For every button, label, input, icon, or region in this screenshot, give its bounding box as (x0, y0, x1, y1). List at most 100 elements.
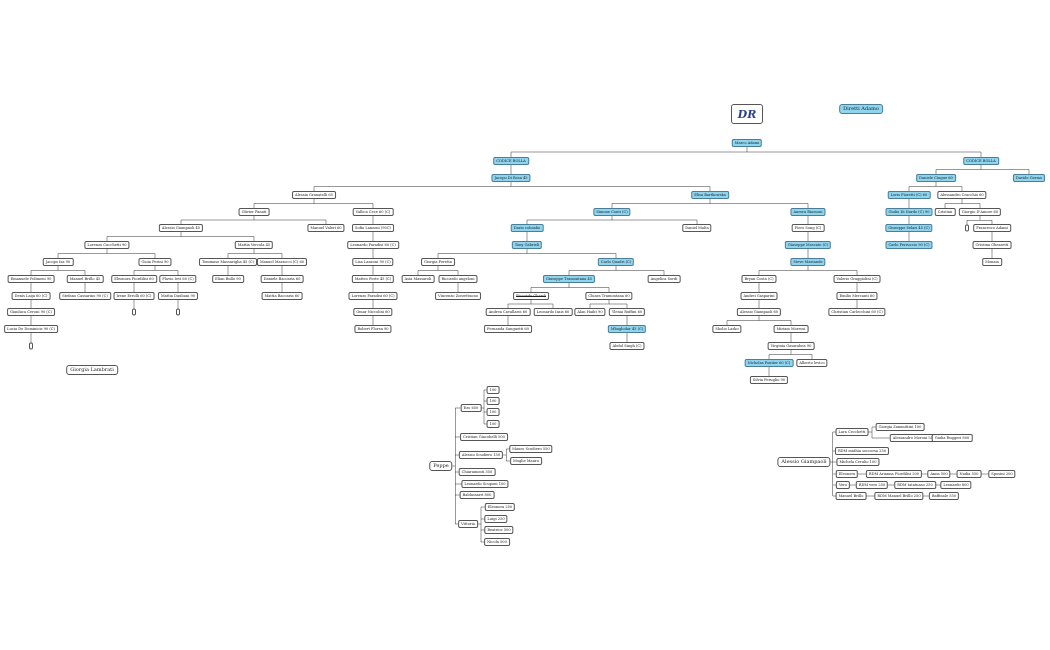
node-mmo[interactable]: Miriam Morrosi (773, 325, 809, 333)
node-vzo[interactable]: Vincenzo Zorzettuono (435, 292, 481, 300)
node-fi[interactable]: Flavio Ievi 60 (C) (159, 275, 197, 283)
node-lnb[interactable]: Leonardo 800 (940, 481, 972, 489)
node-rve[interactable]: RDM vero 250 (855, 481, 889, 489)
node-bea[interactable]: Beatrice 500 (484, 526, 514, 534)
node-mm[interactable]: Manuel Marzocci (C) 60 (256, 258, 308, 266)
node-dma[interactable]: Daniel Malta (682, 224, 712, 232)
node-vcc[interactable]: Vallica Cece 60 (C) (352, 208, 394, 216)
node-ag[interactable]: Alessia Granatelli 65 (292, 191, 336, 199)
node-op[interactable]: Olivier Panati (238, 208, 270, 216)
node-rdm[interactable]: RDM mathia soccorsa 250 (834, 447, 890, 455)
node-ez[interactable]: Ezo 650 (460, 404, 482, 412)
node-oni[interactable]: Omar Niccolini 60 (353, 308, 393, 316)
node-lui[interactable]: Luigi 250 (484, 515, 508, 523)
node-rgh[interactable]: Riccardo Ghardi (513, 292, 549, 300)
node-e1[interactable]: 100 (486, 386, 500, 394)
node-ama[interactable]: Asia Massaroli (401, 275, 435, 283)
node-lla[interactable]: Lisa Lanzoni 90 (C) (352, 258, 394, 266)
node-root[interactable]: Marco Adami (731, 139, 763, 147)
node-vga[interactable]: Virginia Gasarabea 90 (767, 342, 815, 350)
node-ef[interactable]: Eleonora Fiordilisi 60 (111, 275, 157, 283)
node-gda[interactable]: Giorgio D'Amore 60 (958, 208, 1002, 216)
node-cfe[interactable]: Carlo Ferruccio 90 (C) (885, 241, 933, 249)
node-legend[interactable]: Diretti Adamo (839, 104, 883, 114)
node-ee[interactable]: Irene Errolli 60 (C) (113, 292, 155, 300)
node-lc[interactable]: Lorenzo Cucchetti 90 (84, 241, 130, 249)
node-agb[interactable]: Alessio Giampaoli (777, 457, 831, 467)
node-mba[interactable]: Mattia Baccaria 60 (261, 292, 303, 300)
node-gpe[interactable]: Giorgia Peretta (421, 258, 455, 266)
node-md[interactable]: Mattia Daubani 90 (157, 292, 199, 300)
node-gza[interactable]: Giorgia Zammittini 100 (875, 423, 925, 431)
node-cgh[interactable]: Cristina Ghezzetti (972, 241, 1012, 249)
node-lfi[interactable]: Loris Fioretti (C) 60 (887, 191, 931, 199)
node-eb[interactable]: Elian Bullo 90 (212, 275, 244, 283)
node-raf[interactable]: RDM Arianna Fiordilisi 200 (865, 470, 923, 478)
node-aga[interactable]: Andrei Gasparini (740, 292, 778, 300)
node-pep[interactable]: Peppe (429, 461, 453, 471)
node-cc2[interactable]: CODICE BOLLA (963, 157, 999, 165)
node-ann[interactable]: Anna 500 (927, 470, 951, 478)
node-ctr[interactable]: Chiara Tramontana 60 (585, 292, 633, 300)
node-dc[interactable]: Daniele Cingue 60 (916, 174, 956, 182)
node-cqu[interactable]: Carlo Quadri (C) (597, 258, 635, 266)
node-mma[interactable]: Moglie Mauro (510, 457, 542, 465)
node-eba[interactable]: Elisa Bartkowska (691, 191, 729, 199)
node-gru[interactable]: Giulia Ruggeri 800 (931, 434, 973, 442)
node-gp[interactable]: Gioia Perini 90 (138, 258, 172, 266)
node-fad[interactable]: Francesco Adami (973, 224, 1011, 232)
node-lcc[interactable]: Lara Cecchetti (835, 428, 869, 436)
node-cri[interactable]: Cristian (934, 208, 956, 216)
node-emv[interactable]: Emilio Mercanti 60 (836, 292, 878, 300)
node-ag2[interactable]: Alessio Giampaoli 45 (158, 224, 204, 232)
node-mv[interactable]: Mattia Vercola 45 (234, 241, 274, 249)
node-aso[interactable]: Angelica Sordi (647, 275, 681, 283)
node-gmo[interactable]: Giuseppe Moscato (C) (784, 241, 832, 249)
node-fsa[interactable]: Fernanda Sanguetti 60 (484, 325, 532, 333)
node-sfe[interactable]: Silvia Feruglio 90 (749, 376, 789, 384)
node-lsc[interactable]: Leonardo Scuponi 100 (461, 480, 509, 488)
node-gc[interactable]: Gianluca Ceroni 90 (C) (7, 308, 55, 316)
node-bma[interactable]: Steve Mastande (790, 258, 826, 266)
node-asi[interactable]: Abdul Singh (C) (609, 342, 645, 350)
node-mfo[interactable]: Matteo Forte 45 (C) (351, 275, 395, 283)
node-elb[interactable]: Eleonora (835, 470, 859, 478)
node-mvi[interactable]: Manuel Valeri 60 (307, 224, 345, 232)
node-tga[interactable]: Tony Gabrieli (511, 241, 543, 249)
node-gdn[interactable]: Giulio Di Nardo (C) 90 (885, 208, 933, 216)
node-spo[interactable]: Sposini 200 (988, 470, 1016, 478)
node-ele[interactable]: Eleonora 250 (484, 503, 516, 511)
node-abi[interactable]: Aurora Biassoni (790, 208, 826, 216)
node-rang[interactable]: Riccardo angeloni (438, 275, 478, 283)
node-ep[interactable]: Emanuele Polimeni 90 (7, 275, 55, 283)
node-b2[interactable] (132, 308, 136, 316)
node-b1[interactable] (29, 342, 33, 350)
node-b3[interactable] (176, 308, 180, 316)
node-aca[interactable]: Andrea Cavallaroi 60 (485, 308, 531, 316)
node-cgi[interactable]: Cristian Giacobelli 500 (460, 433, 508, 441)
node-sla[interactable]: Sholio Lasko (712, 325, 742, 333)
node-mcs[interactable]: Michela Cerulio 100 (836, 458, 880, 466)
node-asc[interactable]: Alessio Scudiero 150 (458, 451, 504, 459)
node-dg[interactable]: Davide Germo (1012, 174, 1046, 182)
node-jdr[interactable]: Jacopo Di Rosa 45 (491, 174, 531, 182)
node-vgr[interactable]: Valerio Graggiolini (C) (833, 275, 881, 283)
node-gtr[interactable]: Giuseppe Tramontana 45 (542, 275, 596, 283)
node-lpa[interactable]: Leonardo Paradisi 60 (C) (347, 241, 399, 249)
node-vru[interactable]: Ylenia Ruffini 60 (608, 308, 646, 316)
node-gse[interactable]: Giuseppe Selari 45 (C) (885, 224, 933, 232)
node-pso[interactable]: Piero Song (C) (791, 224, 825, 232)
node-acr[interactable]: Alessandro Cracchio 60 (937, 191, 987, 199)
node-dcol[interactable]: Dario colombo (510, 224, 544, 232)
node-e2[interactable]: 100 (486, 397, 500, 405)
node-aha[interactable]: Alan Haiht 90 (574, 308, 606, 316)
node-b4[interactable] (965, 224, 969, 232)
node-mbr[interactable]: Manuel Brillo (835, 492, 867, 500)
node-rsa[interactable]: RDM tatatuaso 250 (894, 481, 936, 489)
node-sco[interactable]: Simone Conti (C) (593, 208, 631, 216)
node-ji[interactable]: Jacopo Isa 90 (42, 258, 74, 266)
node-nad[interactable]: Nadia 550 (956, 470, 982, 478)
node-msc[interactable]: Mauro Scudiero 550 (509, 445, 553, 453)
node-bau[interactable]: Baffinale 550 (928, 492, 960, 500)
node-cc1[interactable]: CODICE BOLLA (493, 157, 529, 165)
